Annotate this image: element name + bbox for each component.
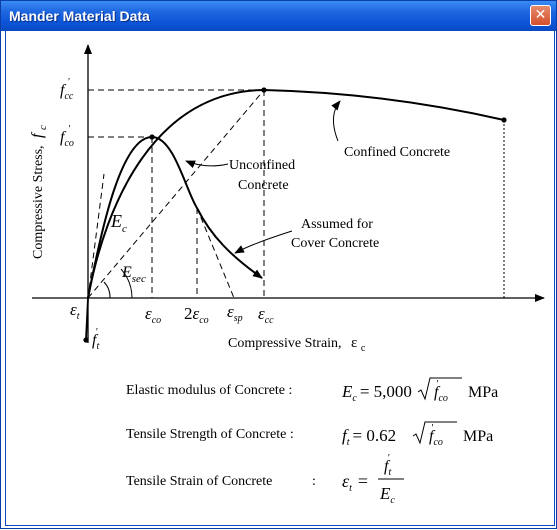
- tensile-strain-colon: :: [312, 474, 316, 489]
- fco-label: fco': [60, 124, 74, 149]
- eps-cc-label: εcc: [258, 304, 274, 326]
- cover-label-line1: Assumed for: [301, 217, 373, 232]
- tensile-sqrt-sign: [412, 421, 457, 445]
- elastic-unit: MPa: [468, 384, 498, 401]
- elastic-modulus-label: Elastic modulus of Concrete :: [126, 383, 292, 398]
- x-axis-title: Compressive Strain, ε c: [228, 335, 366, 354]
- fcc-label: fcc': [60, 77, 74, 102]
- eps-sp-label: εsp: [227, 302, 243, 324]
- peak-confined-point: [261, 87, 267, 93]
- unconfined-leader-arrow: [185, 160, 229, 169]
- eps-t-label: εt: [70, 300, 80, 322]
- peak-unconfined-point: [149, 134, 155, 140]
- tensile-sqrt-arg: fco': [429, 423, 443, 448]
- unconfined-concrete-curve: [87, 135, 198, 299]
- cover-concrete-curve: [196, 207, 263, 279]
- two-eps-co-label: 2εco: [184, 304, 209, 326]
- confined-label: Confined Concrete: [344, 145, 450, 160]
- unconfined-label-line2: Concrete: [238, 178, 289, 193]
- ultimate-confined-point: [501, 117, 507, 123]
- ec-angle-arc: [103, 281, 111, 299]
- tensile-strain-numerator: ft': [384, 453, 391, 478]
- esec-label: Esec: [121, 264, 146, 285]
- unconfined-label-line1: Unconfined: [229, 158, 295, 173]
- confined-concrete-curve: [87, 88, 505, 299]
- confined-leader-arrow: [331, 100, 341, 142]
- close-button[interactable]: ✕: [530, 5, 551, 26]
- tensile-strain-formula: εt=: [342, 471, 368, 494]
- tensile-strain-label: Tensile Strain of Concrete: [126, 474, 272, 489]
- tensile-strength-label: Tensile Strength of Concrete :: [126, 427, 294, 442]
- elastic-sqrt-sign: [417, 377, 462, 401]
- tensile-strength-point: [83, 337, 89, 343]
- y-axis-title: Compressive Stress, f c: [29, 125, 49, 259]
- guide-lines: [87, 89, 265, 299]
- elastic-modulus-formula: Ec= 5,000: [341, 382, 412, 404]
- tensile-strength-unit: MPa: [463, 428, 493, 445]
- content-area: Compressive Stress, f c fcc' fco' ft' Ec…: [5, 31, 555, 526]
- ft-label: ft': [92, 327, 99, 352]
- eps-co-label: εco: [145, 304, 161, 326]
- esec-angle-arc: [120, 268, 133, 299]
- ec-label: Ec: [110, 211, 127, 235]
- tension-branch: [85, 297, 89, 340]
- mander-stress-strain-diagram: Compressive Stress, f c fcc' fco' ft' Ec…: [29, 44, 545, 506]
- tensile-strain-denominator: Ec: [379, 484, 395, 506]
- title-bar[interactable]: Mander Material Data ✕: [1, 1, 556, 31]
- window-title: Mander Material Data: [9, 8, 150, 24]
- close-icon: ✕: [534, 7, 547, 23]
- tensile-strength-formula: ft= 0.62: [342, 426, 396, 448]
- elastic-sqrt-arg: fco': [434, 379, 448, 404]
- cover-label-line2: Cover Concrete: [291, 236, 379, 251]
- cover-leader-arrow: [234, 230, 293, 254]
